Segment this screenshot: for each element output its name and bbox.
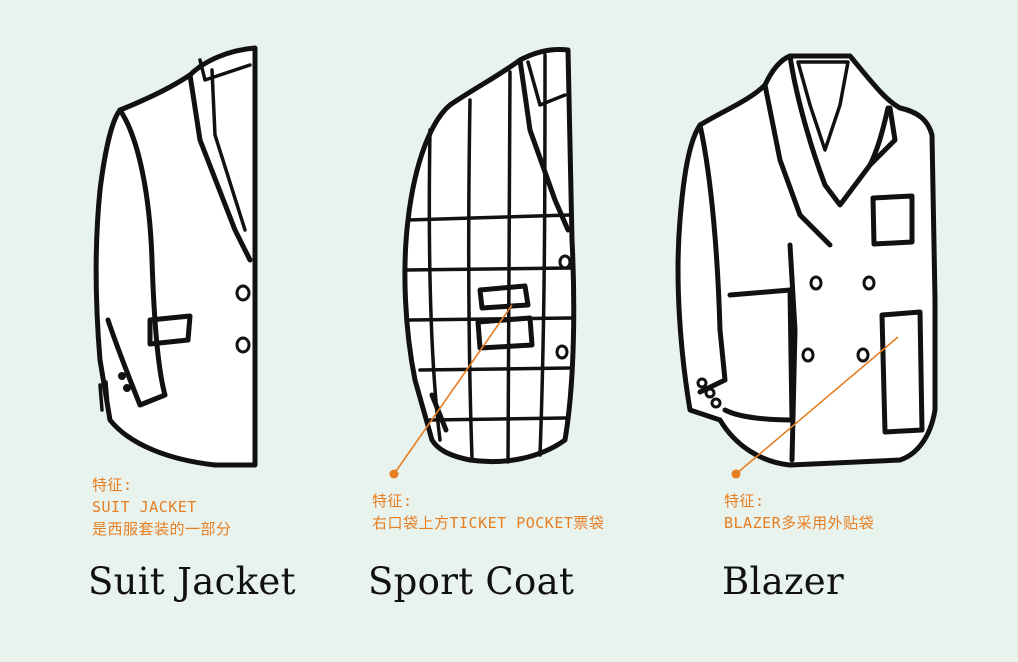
sport-coat-leader — [389, 304, 513, 479]
suit-jacket-title: Suit Jacket — [88, 560, 296, 603]
sport-coat-note-line-1: 特征: — [372, 492, 413, 510]
blazer-title: Blazer — [722, 560, 844, 603]
sport-coat-illustration — [402, 47, 577, 465]
sport-coat-note-line-2: 右口袋上方TICKET POCKET票袋 — [372, 514, 605, 532]
blazer-leader — [731, 336, 899, 479]
suit-jacket-note-line-1: 特征: — [92, 476, 133, 494]
blazer-note-line-2: BLAZER多采用外贴袋 — [724, 514, 875, 532]
blazer-note-line-1: 特征: — [724, 492, 765, 510]
blazer-illustration — [675, 53, 938, 468]
blazer-note: 特征: BLAZER多采用外贴袋 — [724, 490, 874, 534]
suit-jacket-note: 特征: SUIT JACKET 是西服套装的一部分 — [92, 474, 232, 540]
suit-jacket-note-line-3: 是西服套装的一部分 — [92, 520, 232, 538]
sport-coat-title: Sport Coat — [368, 560, 575, 603]
suit-jacket-note-line-2: SUIT JACKET — [92, 498, 197, 516]
suit-jacket-illustration — [93, 45, 258, 468]
sport-coat-note: 特征: 右口袋上方TICKET POCKET票袋 — [372, 490, 604, 534]
